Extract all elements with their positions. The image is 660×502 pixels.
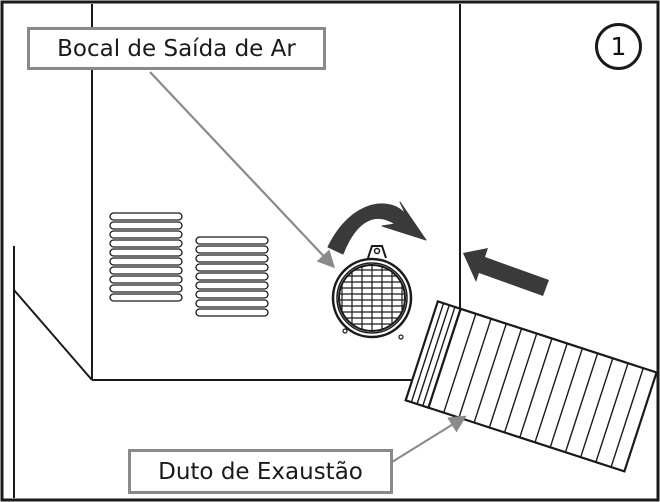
insert-arrow-icon [463,248,549,296]
vent-grille-left [109,212,183,302]
duct-leader-line [391,415,467,463]
exhaust-duct-label: Duto de Exaustão [128,449,393,494]
step-number-badge: 1 [595,23,642,70]
exhaust-duct [404,300,658,473]
air-outlet-nozzle [331,245,413,340]
air-outlet-label: Bocal de Saída de Ar [27,27,326,70]
outlet-leader-line [149,71,336,269]
vent-grille-right [195,236,269,317]
rotate-arrow-icon [327,201,427,255]
